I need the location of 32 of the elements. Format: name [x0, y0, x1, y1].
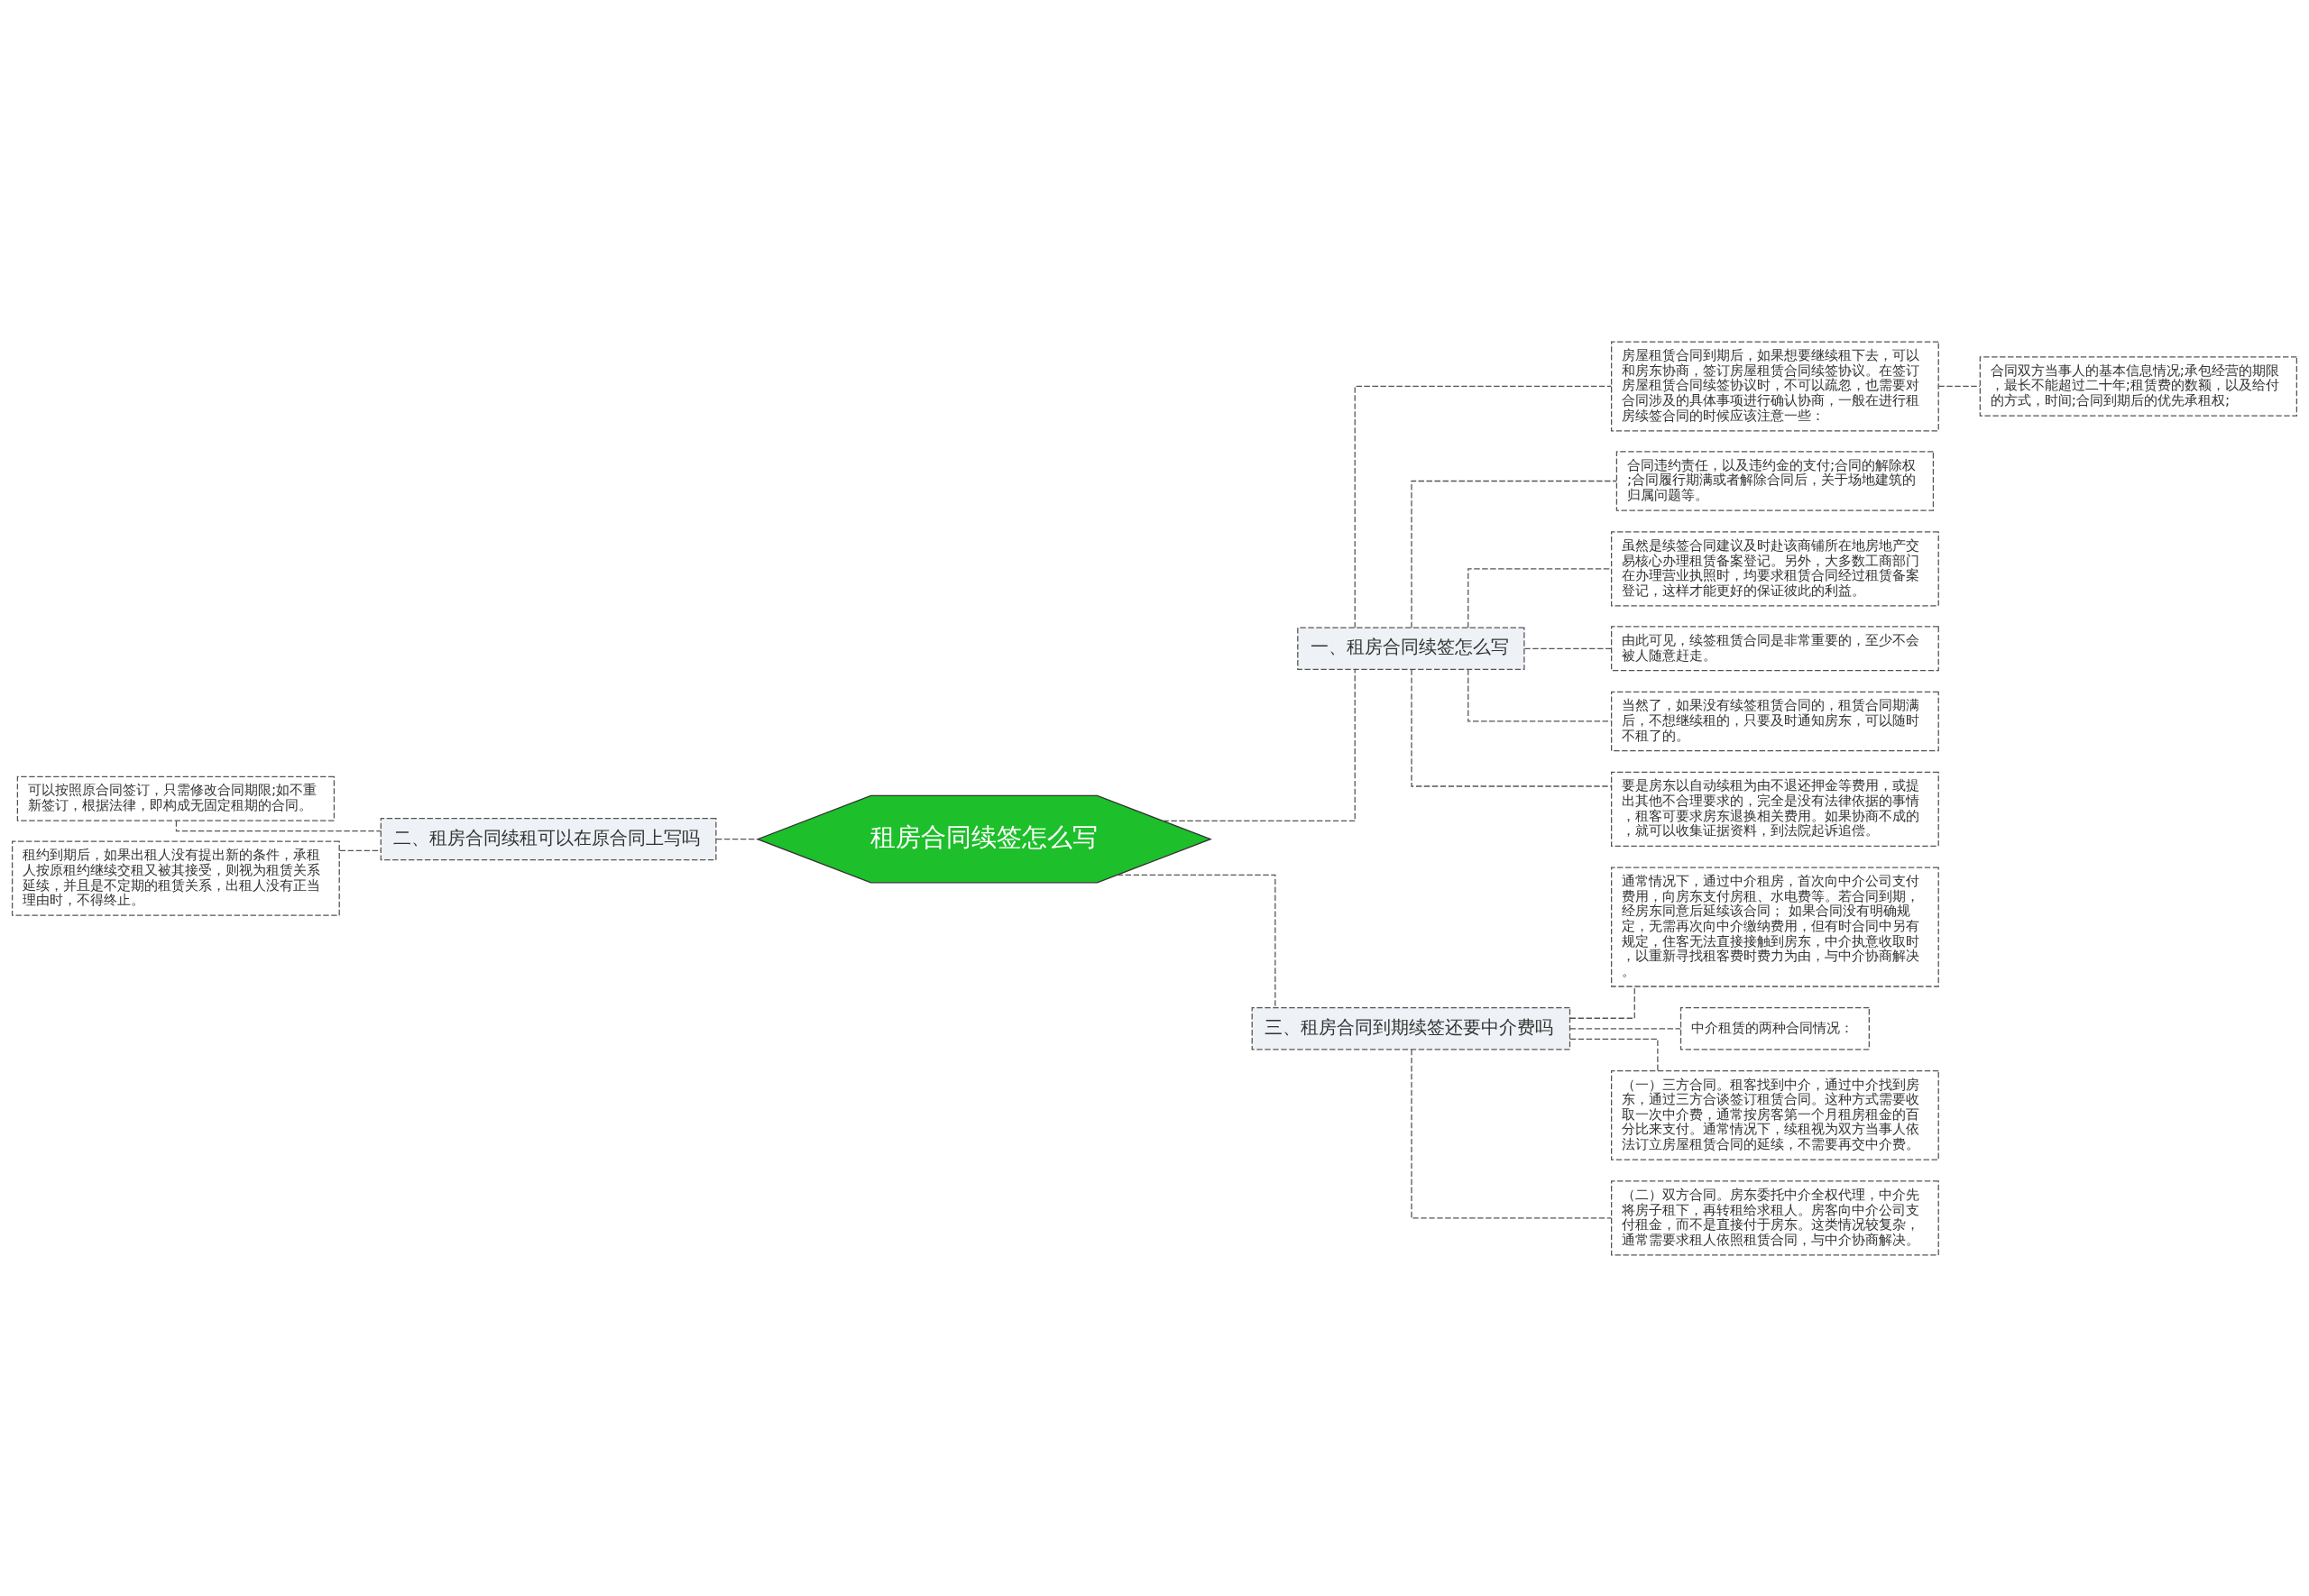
connector: [339, 849, 382, 851]
node-box: 要是房东以自动续租为由不退还押金等费用，或提出其他不合理要求的，完全是没有法律依据的事情，租客可要求房东退换相关费用。如果协商不成的，就可以收集证据资料，到法院起诉追偿。: [1611, 771, 1939, 847]
node-box: 由此可见，续签租赁合同是非常重要的，至少不会被人随意赶走。: [1611, 625, 1939, 671]
connector: [1411, 480, 1617, 628]
node-box: 合同双方当事人的基本信息情况;承包经营的期限，最长不能超过二十年;租赁费的数额，以及给付的方式，时间;合同到期后的优先承租权;: [1979, 355, 2297, 417]
connector: [175, 820, 382, 831]
connector: [1937, 385, 1981, 387]
node-box: 通常情况下，通过中介租房，首次向中介公司支付费用，向房东支付房租、水电费等。若合同到期，经房东同意后延续该合同； 如果合同没有明确规定，无需再次向中介缴纳费用，但有时合同中另有规定，住客无法直接接触到房东，中介执意收取时，以重新寻找租客费时费力为由，与中介协商解决。: [1611, 866, 1939, 987]
node-box: 租约到期后，如果出租人没有提出新的条件，承租人按原租约继续交租又被其接受，则视为租赁关系延续，并且是不定期的租赁关系，出租人没有正当理由时，不得终止。: [12, 840, 340, 916]
node-box: （二）双方合同。房东委托中介全权代理，中介先将房子租下，再转租给求租人。房客向中介公司支付租金，而不是直接付于房东。这类情况较复杂，通常需要求租人依照租赁合同，与中介协商解决。: [1611, 1179, 1939, 1256]
connector: [1568, 986, 1635, 1019]
connector: [1162, 668, 1356, 821]
connector: [1569, 1027, 1681, 1029]
node-box: 三、租房合同到期续签还要中介费吗: [1251, 1006, 1571, 1050]
node-box: 二、租房合同续租可以在原合同上写吗: [380, 817, 717, 860]
connector: [1523, 647, 1612, 649]
node-box: 一、租房合同续签怎么写: [1297, 627, 1525, 670]
node-box: 房屋租赁合同到期后，如果想要继续租下去，可以和房东协商，签订房屋租赁合同续签协议。在签订房屋租赁合同续签协议时，不可以疏忽，也需要对合同涉及的具体事项进行确认协商，一般在进行租房续签合同的时候应该注意一些：: [1611, 341, 1939, 431]
connector: [1569, 1038, 1659, 1071]
node-box: 合同违约责任，以及违约金的支付;合同的解除权;合同履行期满或者解除合同后，关于场地建筑的归属问题等。: [1615, 450, 1935, 511]
connector: [1467, 668, 1613, 722]
node-box: 虽然是续签合同建议及时赴该商铺所在地房地产交易核心办理租赁备案登记。另外，大多数工商部门在办理营业执照时，均要求租赁合同经过租赁备案登记，这样才能更好的保证彼此的利益。: [1611, 530, 1939, 606]
connector: [1467, 567, 1613, 628]
node-box: 当然了，如果没有续签租赁合同的，租赁合同期满后，不想继续租的，只要及时通知房东，可以随时不租了的。: [1611, 691, 1939, 751]
connector: [1354, 385, 1613, 628]
node-box: 可以按照原合同签订，只需修改合同期限;如不重新签订，根据法律，即构成无固定租期的合同。: [16, 775, 336, 821]
node-box: 中介租赁的两种合同情况：: [1679, 1006, 1870, 1050]
connector: [715, 838, 759, 839]
connector: [1411, 1048, 1613, 1219]
node-box: （一）三方合同。租客找到中介，通过中介找到房东，通过三方合谈签订租赁合同。这种方式需要收取一次中介费，通常按房客第一个月租房租金的百分比来支付。通常情况下，续租视为双方当事人依法订立房屋租赁合同的延续，不需要再交中介费。: [1611, 1069, 1939, 1160]
connector: [1411, 668, 1613, 787]
connector: [1117, 874, 1276, 1008]
